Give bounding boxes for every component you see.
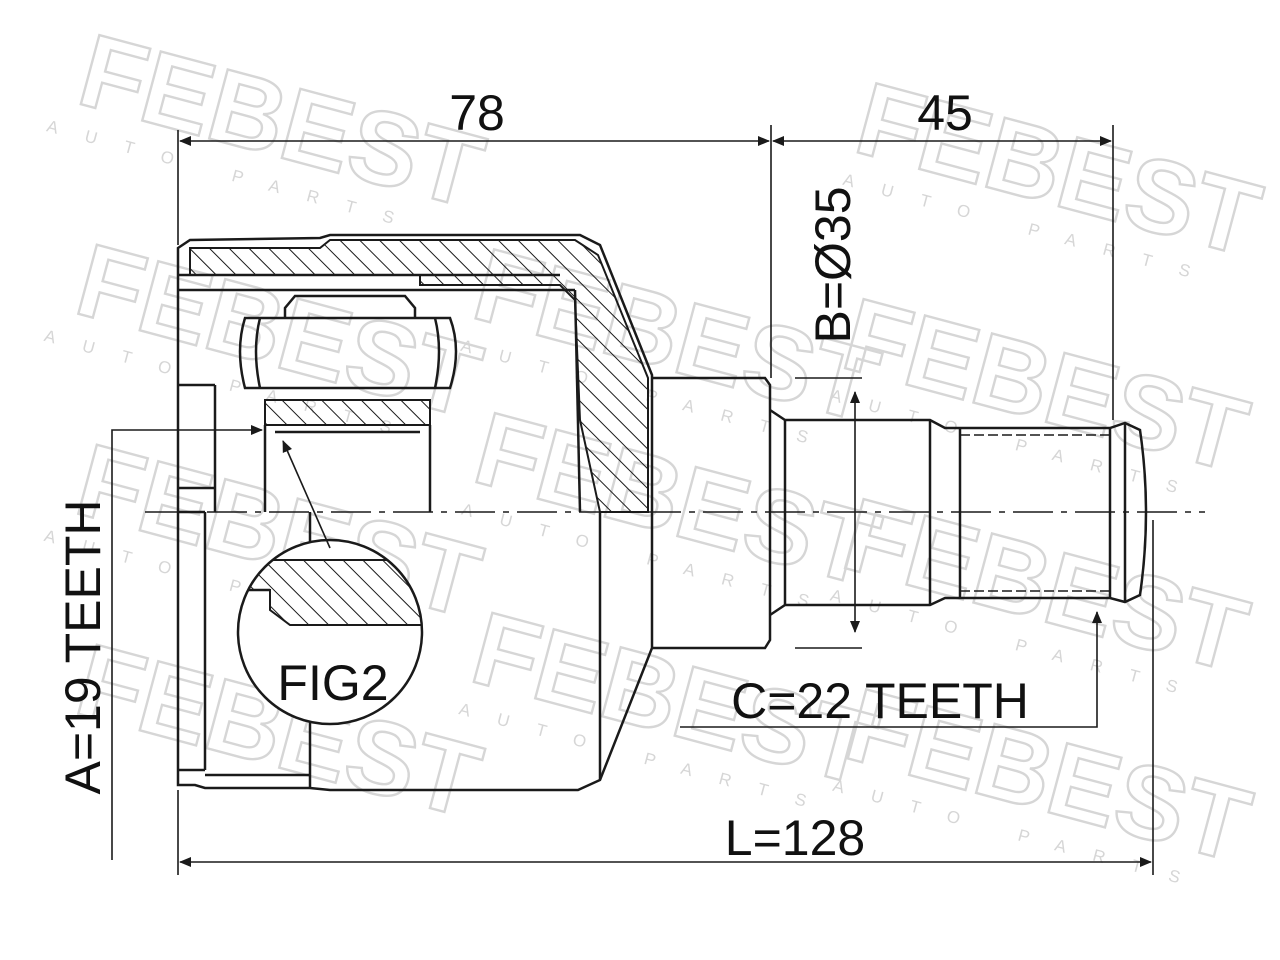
extension-lines <box>177 125 1154 875</box>
dim-text-total-length: L=128 <box>725 810 865 866</box>
dim-text-outer-teeth: C=22 TEETH <box>731 673 1029 729</box>
fig2-label: FIG2 <box>277 655 388 711</box>
spider-hub-section <box>264 399 431 426</box>
inner-teeth-leader <box>111 425 263 860</box>
dim-text-inner-teeth: A=19 TEETH <box>55 499 111 794</box>
outer-teeth-leader <box>680 611 1102 728</box>
dim-text-78: 78 <box>449 85 505 141</box>
joint-housing <box>176 233 654 792</box>
fig2-detail: FIG2 <box>236 538 424 726</box>
dim-text-45: 45 <box>917 85 973 141</box>
dim-text-shaft-diameter: B=Ø35 <box>805 186 861 343</box>
fig2-leader-arrow <box>282 440 331 549</box>
